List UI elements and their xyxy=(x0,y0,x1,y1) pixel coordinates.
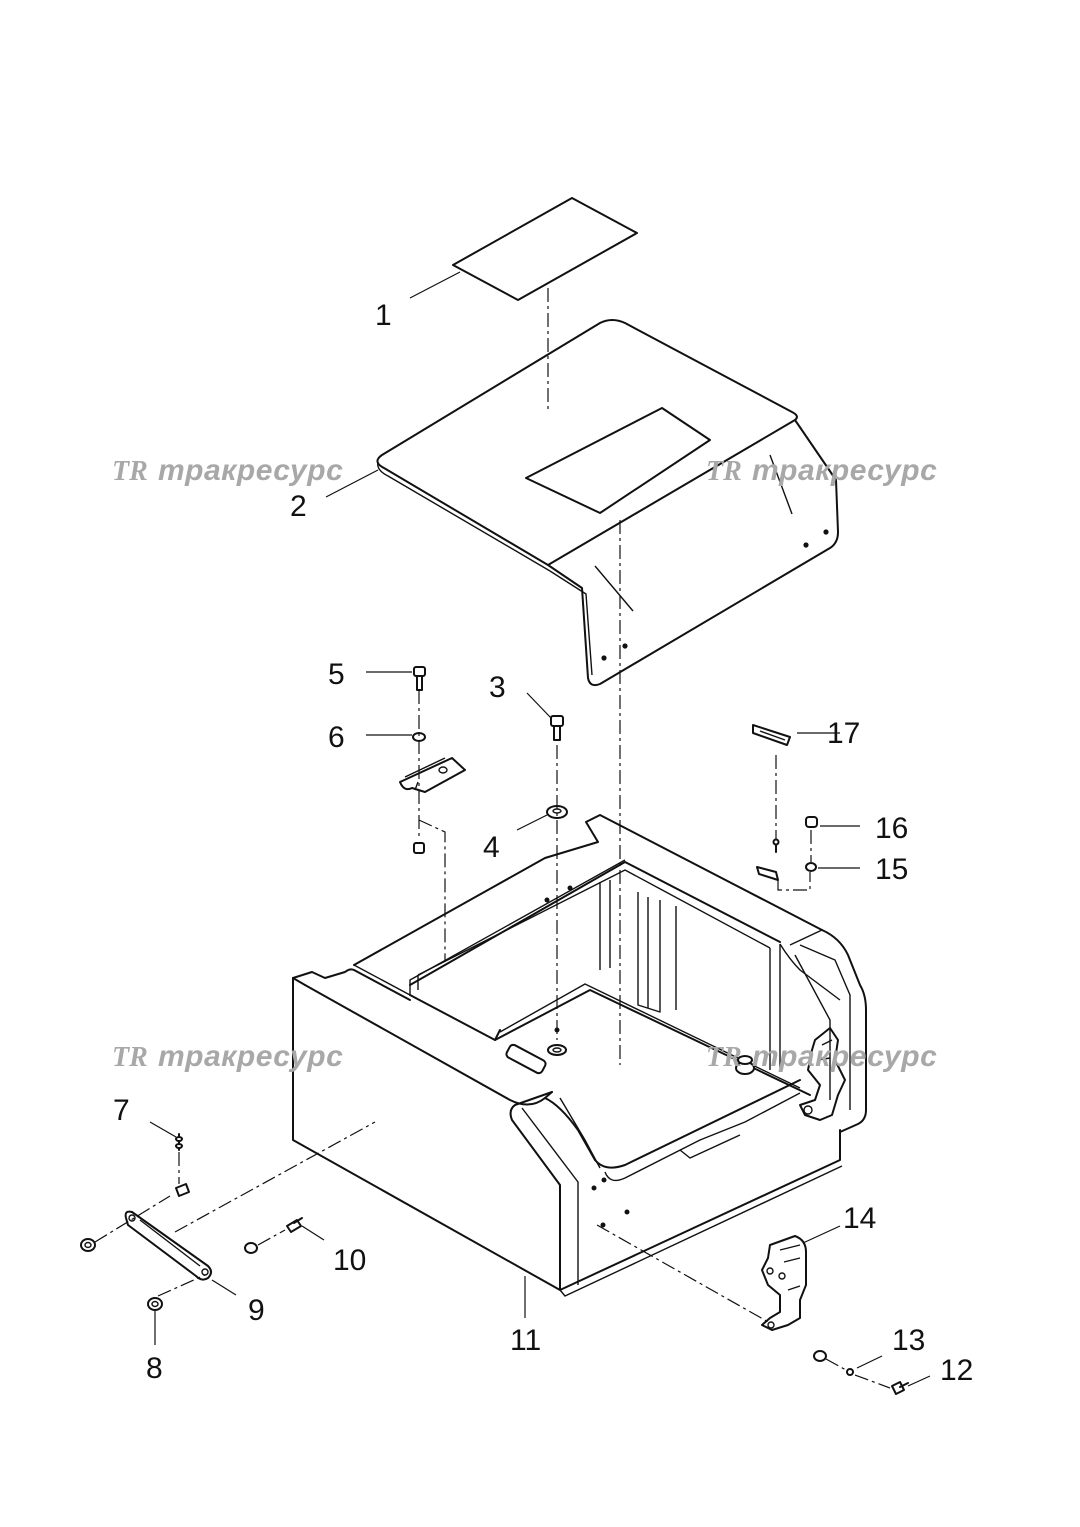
part-hinge-14 xyxy=(761,1235,807,1331)
part-bushing-7 xyxy=(175,1183,190,1197)
callout-1: 1 xyxy=(375,299,392,332)
part-lockwasher-13 xyxy=(846,1368,854,1376)
part-box-housing xyxy=(292,814,867,1297)
part-bracket-15 xyxy=(756,866,779,881)
callout-3: 3 xyxy=(489,671,506,704)
part-pin-7 xyxy=(175,1133,183,1151)
part-washer-15 xyxy=(805,862,817,872)
watermark-top-left: TR тракресурс xyxy=(112,454,343,487)
callout-4: 4 xyxy=(483,831,500,864)
assembly-lines xyxy=(94,288,891,1389)
callout-10: 10 xyxy=(333,1244,366,1277)
watermark-logo: TR xyxy=(706,1042,742,1073)
callout-6: 6 xyxy=(328,721,345,754)
part-hinge-plate-left xyxy=(399,757,466,793)
part-washer-10 xyxy=(244,1242,258,1254)
watermark-bottom-left: TR тракресурс xyxy=(112,1040,343,1073)
callout-5: 5 xyxy=(328,658,345,691)
part-washer-left xyxy=(80,1238,96,1252)
watermark-bottom-right: TR тракресурс xyxy=(706,1040,937,1073)
part-washer-8 xyxy=(147,1297,163,1311)
box-hinge-right xyxy=(799,1027,846,1121)
part-bolt-10 xyxy=(286,1217,303,1233)
part-bolt-3 xyxy=(550,715,564,741)
part-washer-13a xyxy=(813,1350,827,1362)
part-decal xyxy=(452,197,638,301)
callout-7: 7 xyxy=(113,1094,130,1127)
part-nut-left xyxy=(413,842,425,854)
callout-15: 15 xyxy=(875,853,908,886)
callout-17: 17 xyxy=(827,717,860,750)
watermark-text: тракресурс xyxy=(158,1040,343,1073)
callout-11: 11 xyxy=(510,1324,541,1357)
callout-2: 2 xyxy=(290,490,307,523)
callout-16: 16 xyxy=(875,812,908,845)
part-bolt-12 xyxy=(891,1381,909,1395)
leader-lines xyxy=(149,271,931,1387)
watermark-top-right: TR тракресурс xyxy=(706,454,937,487)
callout-9: 9 xyxy=(248,1294,265,1327)
part-latch-17 xyxy=(752,724,791,746)
callout-13: 13 xyxy=(892,1324,925,1357)
watermark-text: тракресурс xyxy=(752,454,937,487)
watermark-logo: TR xyxy=(706,456,742,487)
watermark-logo: TR xyxy=(112,1042,148,1073)
part-cover xyxy=(376,319,839,687)
callout-12: 12 xyxy=(940,1354,973,1387)
watermark-text: тракресурс xyxy=(752,1040,937,1073)
part-nut-16 xyxy=(805,816,818,828)
part-strap-9 xyxy=(124,1210,212,1281)
part-bolt-5 xyxy=(413,666,426,691)
callout-14: 14 xyxy=(843,1202,876,1235)
part-screw-17 xyxy=(772,838,780,853)
callout-labels: 1 2 3 4 5 6 7 8 9 10 11 12 13 14 15 16 1… xyxy=(113,299,973,1387)
watermark-logo: TR xyxy=(112,456,148,487)
watermark-text: тракресурс xyxy=(158,454,343,487)
callout-8: 8 xyxy=(146,1352,163,1385)
